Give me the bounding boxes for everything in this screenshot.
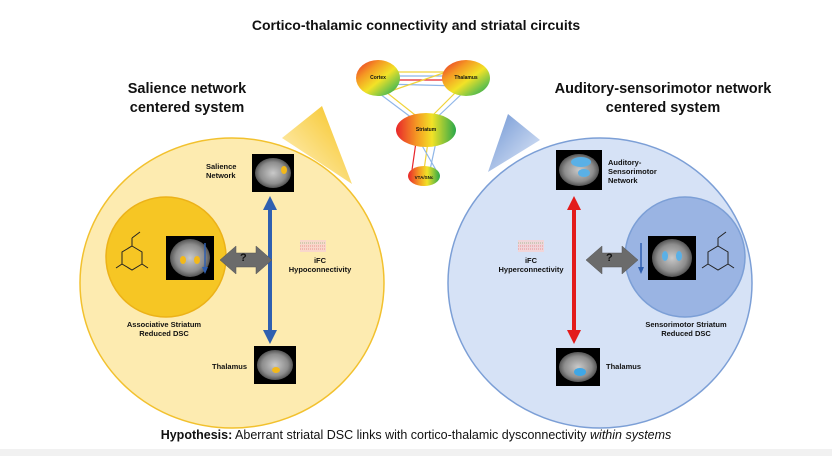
right-reduced-arrow bbox=[638, 243, 644, 274]
sensorimotor-striatum-brain-image bbox=[648, 236, 696, 280]
auditory-network-line3: Network bbox=[608, 176, 638, 185]
left-reduced-arrow bbox=[202, 243, 208, 274]
salience-system-title: Salience network centered system bbox=[92, 80, 282, 118]
auditory-system-title: Auditory-sensorimotor network centered s… bbox=[548, 80, 778, 118]
associative-striatum-brain-image bbox=[166, 236, 214, 280]
right-molecule-icon bbox=[701, 231, 735, 271]
auditory-network-label: Auditory- Sensorimotor Network bbox=[608, 158, 668, 185]
thalamus-node bbox=[442, 60, 490, 96]
left-thalamus-label: Thalamus bbox=[212, 362, 248, 371]
sensorimotor-striatum-label: Sensorimotor Striatum Reduced DSC bbox=[626, 320, 746, 338]
right-ifc-matrix-icon bbox=[518, 240, 544, 252]
sensorimotor-striatum-line2: Reduced DSC bbox=[661, 329, 711, 338]
vta-node bbox=[408, 166, 440, 186]
salience-title-line1: Salience network bbox=[127, 81, 247, 97]
auditory-network-line2: Sensorimotor bbox=[608, 167, 657, 176]
right-dsc-link-arrow bbox=[585, 245, 639, 275]
auditory-network-line1: Auditory- bbox=[608, 158, 642, 167]
striatum-label: Striatum bbox=[415, 127, 437, 133]
hypothesis-label: Hypothesis: bbox=[160, 428, 233, 442]
striatum-node bbox=[396, 113, 456, 147]
right-ifc-line1: iFC bbox=[524, 256, 538, 265]
sensorimotor-striatum-line1: Sensorimotor Striatum bbox=[645, 320, 727, 329]
left-question-mark: ? bbox=[240, 252, 247, 264]
right-thalamus-label: Thalamus bbox=[606, 362, 642, 371]
left-dsc-link-arrow bbox=[219, 245, 273, 275]
left-thalamus-brain-image bbox=[254, 346, 296, 384]
left-molecule-icon bbox=[115, 231, 149, 271]
auditory-sensorimotor-brain-image bbox=[556, 150, 602, 190]
hypothesis-text: Aberrant striatal DSC links with cortico… bbox=[232, 428, 591, 442]
right-beam bbox=[488, 114, 540, 172]
left-ifc-label: iFC Hypoconnectivity bbox=[282, 256, 358, 274]
left-ifc-matrix-icon bbox=[300, 240, 326, 252]
right-ifc-label: iFC Hyperconnectivity bbox=[490, 256, 572, 274]
salience-network-brain-image bbox=[252, 154, 294, 192]
associative-striatum-line2: Reduced DSC bbox=[139, 329, 189, 338]
salience-title-line2: centered system bbox=[129, 100, 245, 116]
right-ifc-line2: Hyperconnectivity bbox=[498, 265, 564, 274]
hypothesis-italic: within systems bbox=[590, 428, 672, 442]
left-beam bbox=[282, 106, 352, 184]
right-ifc-double-arrow bbox=[567, 196, 581, 344]
associative-striatum-line1: Associative Striatum bbox=[126, 320, 202, 329]
hypothesis-line: Hypothesis: Aberrant striatal DSC links … bbox=[0, 428, 832, 442]
cortex-node bbox=[356, 60, 400, 96]
right-thalamus-brain-image bbox=[556, 348, 600, 386]
salience-network-label-line2: Network bbox=[206, 171, 236, 180]
left-ifc-line1: iFC bbox=[313, 256, 327, 265]
left-ifc-double-arrow bbox=[263, 196, 277, 344]
cortex-label: Cortex bbox=[370, 75, 386, 81]
right-question-mark: ? bbox=[606, 252, 613, 264]
vta-label: VTA/SNc bbox=[414, 175, 434, 180]
associative-striatum-label: Associative Striatum Reduced DSC bbox=[104, 320, 224, 338]
auditory-title-line2: centered system bbox=[605, 100, 721, 116]
thalamus-node-label: Thalamus bbox=[454, 75, 478, 81]
salience-network-label-line1: Salience bbox=[206, 162, 237, 171]
bottom-strip bbox=[0, 449, 832, 456]
diagram-title: Cortico-thalamic connectivity and striat… bbox=[251, 17, 581, 33]
salience-network-label: Salience Network bbox=[206, 162, 254, 180]
auditory-title-line1: Auditory-sensorimotor network bbox=[554, 81, 772, 97]
left-ifc-line2: Hypoconnectivity bbox=[288, 265, 352, 274]
